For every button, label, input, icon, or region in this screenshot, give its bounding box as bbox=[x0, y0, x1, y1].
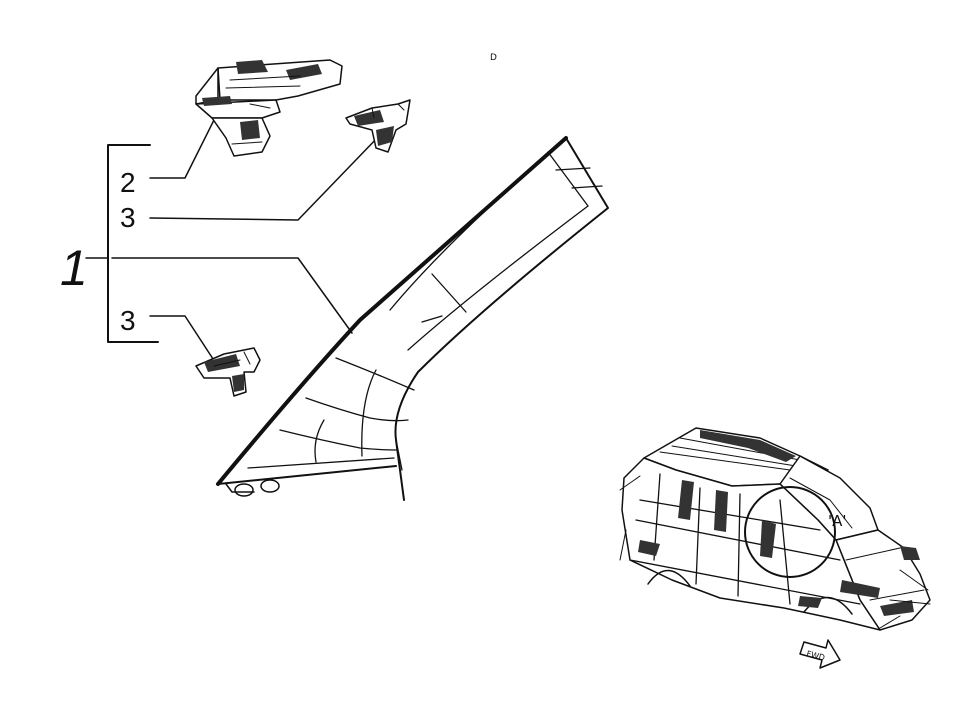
lower-clip-part bbox=[195, 347, 261, 397]
upper-bracket-part bbox=[195, 59, 343, 157]
direction-label: FWD bbox=[806, 649, 826, 662]
leader-lines bbox=[111, 117, 381, 363]
leader-line-3-lower bbox=[149, 315, 216, 363]
view-label-a: 'A' bbox=[828, 512, 847, 530]
upper-clip-part bbox=[345, 99, 411, 153]
callout-number-2: 2 bbox=[120, 167, 136, 198]
stray-mark: D bbox=[490, 53, 497, 63]
callout-number-3-lower: 3 bbox=[120, 305, 136, 336]
a-pillar-trim-part bbox=[216, 136, 609, 501]
detail-circle-a bbox=[744, 486, 836, 578]
direction-arrow: FWD bbox=[799, 639, 841, 669]
callout-bracket bbox=[85, 144, 159, 343]
callout-number-1: 1 bbox=[60, 240, 88, 296]
leader-line-3-upper bbox=[149, 134, 381, 221]
leader-line-2 bbox=[149, 117, 216, 179]
leader-line-1 bbox=[111, 257, 353, 334]
callout-number-3-upper: 3 bbox=[120, 202, 136, 233]
vehicle-body-illustration: 'A' bbox=[619, 427, 931, 631]
